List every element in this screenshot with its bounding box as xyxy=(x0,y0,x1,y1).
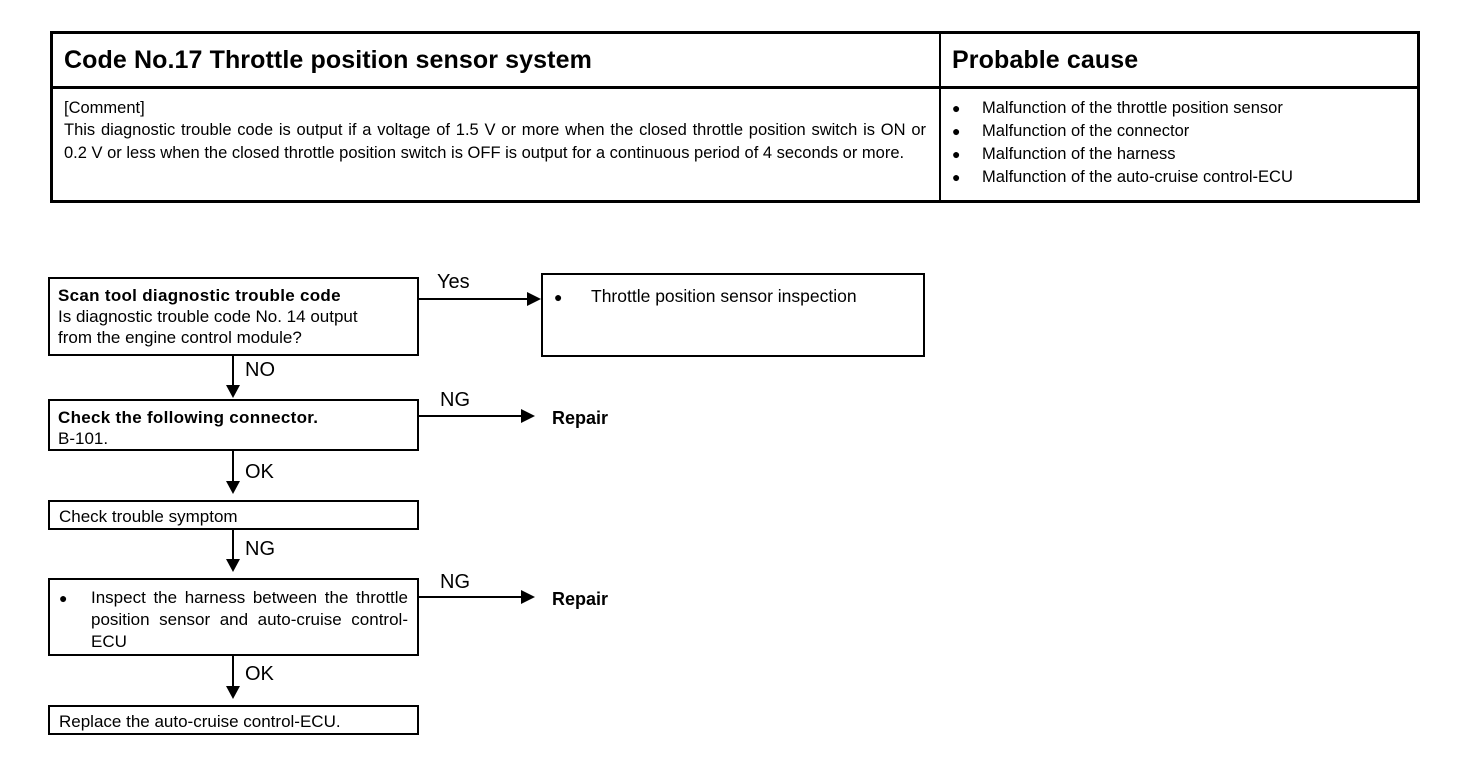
ng3-branch-line xyxy=(419,596,523,598)
check-connector-code: B-101. xyxy=(58,429,109,448)
ng3-branch-arrowhead xyxy=(521,590,535,604)
ng2-branch-line xyxy=(232,530,234,560)
probable-cause-cell: ● Malfunction of the throttle position s… xyxy=(941,89,1417,200)
code-title: Code No.17 Throttle position sensor syst… xyxy=(64,45,592,74)
cause-text: Malfunction of the auto-cruise control-E… xyxy=(982,168,1293,186)
table-header-row: Code No.17 Throttle position sensor syst… xyxy=(53,34,1417,89)
cause-text: Malfunction of the connector xyxy=(982,122,1190,140)
ok1-branch-arrowhead xyxy=(226,481,240,494)
table-header-cause-cell: Probable cause xyxy=(941,34,1417,86)
edge-label-ng-symptom: NG xyxy=(245,538,275,560)
table-body-row: [Comment] This diagnostic trouble code i… xyxy=(53,89,1417,200)
edge-label-yes: Yes xyxy=(437,271,470,293)
bullet-icon: ● xyxy=(952,123,961,139)
inspect-harness-text: Inspect the harness between the throttle… xyxy=(91,588,408,651)
edge-label-ok-harness: OK xyxy=(245,663,274,685)
yes-branch-line xyxy=(419,298,529,300)
check-connector-title: Check the following connector. xyxy=(58,408,319,427)
no-branch-arrowhead xyxy=(226,385,240,398)
ng2-branch-arrowhead xyxy=(226,559,240,572)
replace-ecu-text: Replace the auto-cruise control-ECU. xyxy=(59,712,341,731)
bullet-icon: ● xyxy=(59,590,68,606)
cause-text: Malfunction of the harness xyxy=(982,145,1176,163)
terminal-repair-harness: Repair xyxy=(552,589,609,609)
scan-tool-question-line1: Is diagnostic trouble code No. 14 output xyxy=(58,307,358,326)
comment-cell: [Comment] This diagnostic trouble code i… xyxy=(53,89,941,200)
bullet-icon: ● xyxy=(952,169,961,185)
list-item: ● Malfunction of the throttle position s… xyxy=(952,97,1406,120)
flow-box-replace-ecu: Replace the auto-cruise control-ECU. xyxy=(48,705,419,735)
bullet-icon: ● xyxy=(554,289,563,305)
ok2-branch-arrowhead xyxy=(226,686,240,699)
bullet-icon: ● xyxy=(952,146,961,162)
throttle-inspection-row: ● Throttle position sensor inspection xyxy=(543,275,923,307)
bullet-icon: ● xyxy=(952,100,961,116)
edge-label-ng-harness: NG xyxy=(440,571,470,593)
cause-text: Malfunction of the throttle position sen… xyxy=(982,99,1283,117)
flow-box-throttle-inspection: ● Throttle position sensor inspection xyxy=(541,273,925,357)
no-branch-line xyxy=(232,356,234,386)
ok1-branch-line xyxy=(232,451,234,482)
comment-label: [Comment] xyxy=(64,99,145,117)
throttle-inspection-text: Throttle position sensor inspection xyxy=(591,286,857,306)
list-item: ● Malfunction of the harness xyxy=(952,143,1406,166)
flow-box-check-connector: Check the following connector. B-101. xyxy=(48,399,419,451)
flow-box-scan-tool: Scan tool diagnostic trouble code Is dia… xyxy=(48,277,419,356)
inspect-harness-row: ● Inspect the harness between the thrott… xyxy=(50,580,417,653)
ng1-branch-arrowhead xyxy=(521,409,535,423)
ng1-branch-line xyxy=(419,415,523,417)
diagnostic-code-table: Code No.17 Throttle position sensor syst… xyxy=(50,31,1420,203)
scan-tool-question-line2: from the engine control module? xyxy=(58,328,302,347)
list-item: ● Malfunction of the connector xyxy=(952,120,1406,143)
scan-tool-title: Scan tool diagnostic trouble code xyxy=(58,286,341,305)
yes-branch-arrowhead xyxy=(527,292,541,306)
ok2-branch-line xyxy=(232,656,234,687)
flow-box-check-symptom: Check trouble symptom xyxy=(48,500,419,530)
probable-cause-list: ● Malfunction of the throttle position s… xyxy=(952,97,1406,189)
edge-label-ng-connector: NG xyxy=(440,389,470,411)
list-item: ● Malfunction of the auto-cruise control… xyxy=(952,166,1406,189)
terminal-repair-connector: Repair xyxy=(552,408,609,428)
probable-cause-title: Probable cause xyxy=(952,45,1139,74)
comment-text: This diagnostic trouble code is output i… xyxy=(64,121,926,162)
edge-label-no: NO xyxy=(245,359,275,381)
flow-box-inspect-harness: ● Inspect the harness between the thrott… xyxy=(48,578,419,656)
table-header-code-cell: Code No.17 Throttle position sensor syst… xyxy=(53,34,941,86)
edge-label-ok-connector: OK xyxy=(245,461,274,483)
check-symptom-text: Check trouble symptom xyxy=(59,507,238,526)
